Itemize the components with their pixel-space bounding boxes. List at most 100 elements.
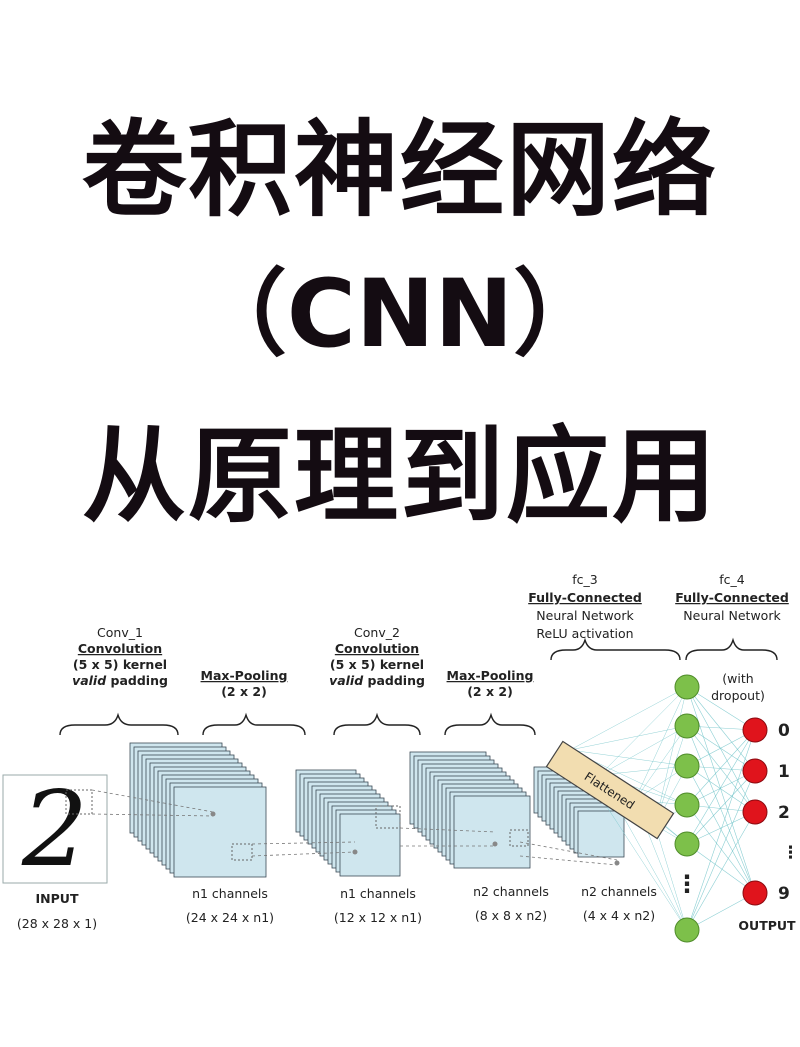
input-label: INPUT — [36, 891, 79, 906]
brace-pool2 — [444, 712, 536, 736]
output-node — [742, 799, 768, 825]
output-title: OUTPUT — [738, 918, 796, 933]
output-node — [742, 880, 768, 906]
title-line-1: 卷积神经网络 — [81, 109, 718, 231]
stage3-channels: n2 channels — [473, 884, 549, 899]
connection-line — [686, 770, 756, 806]
connection-line — [686, 892, 756, 931]
fc3-desc2: ReLU activation — [536, 626, 633, 641]
pool2-name: Max-Pooling — [447, 668, 534, 683]
hidden-node — [674, 917, 700, 943]
conv1-type: Convolution — [78, 641, 162, 656]
connection-line — [686, 729, 756, 931]
connection-line — [654, 686, 688, 826]
connection-line — [569, 686, 688, 751]
connection-line — [686, 770, 756, 931]
connection-line — [686, 725, 756, 894]
hidden-node — [674, 831, 700, 857]
brace-conv1 — [59, 712, 179, 736]
brace-fc4 — [685, 637, 778, 661]
connection-line — [686, 729, 756, 806]
receptive-field-dots — [210, 811, 620, 866]
dropout-line1: (with — [722, 671, 753, 686]
stage1-channels: n1 channels — [192, 886, 268, 901]
connection-line — [599, 765, 688, 776]
connection-line — [686, 729, 756, 845]
hidden-node — [674, 753, 700, 779]
hidden-ellipsis: ⋮ — [675, 870, 699, 898]
output-label-0: 0 — [778, 721, 790, 741]
input-digit: 2 — [21, 768, 88, 890]
hidden-node — [674, 792, 700, 818]
connection-line — [569, 749, 688, 767]
connection-line — [686, 811, 756, 845]
input-dims: (28 x 28 x 1) — [17, 916, 97, 931]
connection-line — [599, 686, 688, 776]
flattened-bar: Flattened — [545, 740, 675, 840]
connection-line — [686, 765, 756, 813]
hidden-node — [674, 674, 700, 700]
output-label-1: 1 — [778, 762, 790, 782]
feature-map-stacks — [129, 742, 625, 878]
fc4-type: Fully-Connected — [675, 590, 789, 605]
stack-pool1 — [295, 769, 401, 877]
brace-conv2 — [333, 712, 421, 736]
connection-line — [686, 804, 756, 894]
conv2-type: Convolution — [335, 641, 419, 656]
fc4-name: fc_4 — [719, 572, 745, 587]
feature-map — [339, 813, 401, 877]
fc3-type: Fully-Connected — [528, 590, 642, 605]
stage4-channels: n2 channels — [581, 884, 657, 899]
connection-line — [634, 686, 688, 801]
conv1-name: Conv_1 — [97, 625, 143, 640]
brace-pool1 — [202, 712, 306, 736]
output-label-ellipsis: ⋮ — [782, 843, 799, 863]
cnn-architecture-diagram: 2 Flattened ⋮ 0 1 2 ⋮ 9 — [2, 572, 799, 943]
output-node — [742, 758, 768, 784]
curly-braces — [59, 637, 778, 736]
pool1-size: (2 x 2) — [221, 684, 267, 699]
receptive-field-lines — [91, 789, 618, 866]
connection-line — [686, 686, 756, 772]
feature-map — [577, 810, 625, 858]
stack-conv2 — [409, 751, 531, 869]
input-image: 2 — [2, 768, 108, 890]
conv2-padding: valid padding — [329, 673, 425, 688]
output-layer-nodes — [742, 717, 768, 906]
connection-line — [686, 843, 756, 894]
stage1-dims: (24 x 24 x n1) — [186, 910, 274, 925]
title-line-2: （CNN） — [192, 260, 608, 369]
connection-line — [686, 811, 756, 931]
connection-line — [599, 725, 688, 776]
connection-line — [686, 686, 756, 813]
output-label-2: 2 — [778, 803, 790, 823]
conv2-kernel: (5 x 5) kernel — [330, 657, 424, 672]
connection-line — [686, 770, 756, 845]
stack-conv1 — [129, 742, 267, 878]
hidden-node — [674, 713, 700, 739]
fc3-name: fc_3 — [572, 572, 597, 587]
pool1-name: Max-Pooling — [201, 668, 288, 683]
output-node — [742, 717, 768, 743]
connection-line — [686, 686, 756, 894]
connection-line — [569, 725, 688, 751]
kernel-boxes — [231, 805, 529, 861]
connection-line — [634, 725, 688, 801]
stage2-dims: (12 x 12 x n1) — [334, 910, 422, 925]
connection-line — [686, 686, 756, 731]
output-label-9: 9 — [778, 884, 790, 904]
conv2-name: Conv_2 — [354, 625, 400, 640]
feature-map — [173, 786, 267, 878]
stage4-dims: (4 x 4 x n2) — [583, 908, 655, 923]
hidden-layer-nodes — [674, 674, 700, 943]
fc4-desc1: Neural Network — [683, 608, 781, 623]
brace-fc3 — [550, 637, 681, 661]
connection-line — [654, 824, 688, 931]
stage3-dims: (8 x 8 x n2) — [475, 908, 547, 923]
conv1-padding: valid padding — [72, 673, 168, 688]
dropout-line2: dropout) — [711, 688, 765, 703]
pool2-size: (2 x 2) — [467, 684, 513, 699]
conv1-kernel: (5 x 5) kernel — [73, 657, 167, 672]
connection-line — [686, 729, 756, 767]
output-labels: 0 1 2 ⋮ 9 — [778, 721, 799, 904]
